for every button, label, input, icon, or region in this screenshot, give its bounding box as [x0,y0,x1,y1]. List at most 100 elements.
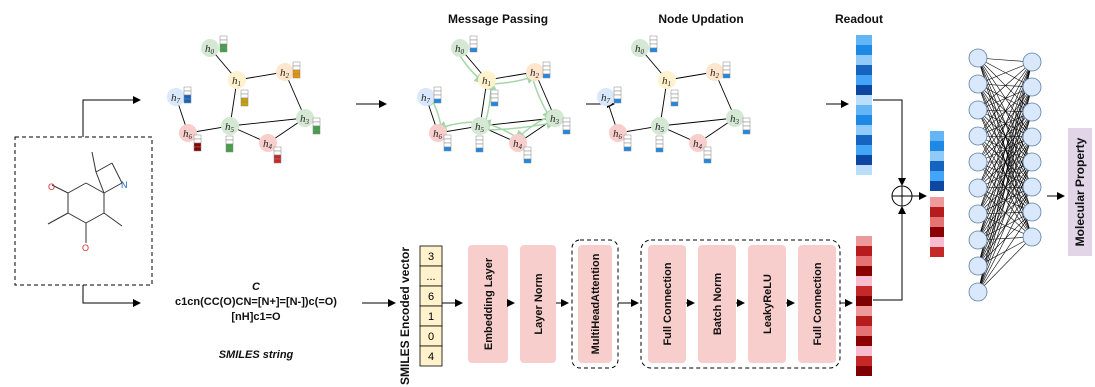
readout-vectors [856,35,944,376]
vector-segment [930,131,944,141]
graph-node-label-sub: 6 [439,133,443,141]
feature-bar-cell [490,101,499,107]
feature-bar-cell [183,86,192,92]
graph-edge [659,117,736,127]
feature-bar-cell [469,35,478,41]
fc1-box [648,245,686,363]
fc1-label: Full Connection [662,262,674,345]
feature-bar-cell [623,134,632,140]
vector-segment [856,326,872,336]
graph-node-label: h2 [710,67,720,80]
vector-segment [856,135,872,145]
nn-connection [977,161,1033,293]
graph-node-label-sub: 2 [286,72,290,80]
layer-norm-box [520,245,556,363]
feature-bar-cell [742,121,751,127]
feature-bar-cell [703,154,712,160]
feature-bar-cell [433,98,442,104]
feature-bar-cell [475,147,484,153]
graph-node-label: h0 [205,43,215,56]
graph-node-label-sub: 3 [735,118,740,126]
feature-bar-cell [292,61,301,67]
graph-node-label: h7 [171,92,181,105]
nn-node-layer2 [1022,77,1042,97]
arrow-to-smiles [82,285,141,307]
feature-bar-cell [469,47,478,53]
feature-bar-cell [475,135,484,141]
nn-connection [977,213,1033,238]
smiles-caption: SMILES string [219,349,294,361]
graph-node-label-h: h [730,113,736,125]
graph-node-label-h: h [513,138,519,150]
layer-norm-label: Layer Norm [533,273,545,334]
nn-connection [977,61,1033,189]
vector-segment [856,35,872,45]
feature-bar-cell [523,146,532,152]
nn-connection [977,61,1033,241]
smiles-line-1: C [252,281,261,293]
nn-node-layer2 [1022,177,1042,197]
graph-node-label-h: h [232,75,238,87]
feature-bar-cell [623,146,632,152]
graph-node-label-h: h [662,75,668,87]
nn-node-layer1 [968,74,988,94]
feature-bar-cell [292,65,301,71]
nn-connection [977,109,1033,188]
graph-node-h1 [658,71,676,89]
graph-node-label-h: h [601,92,607,104]
graph-node-label: h7 [421,92,431,105]
nn-connection [977,236,1033,293]
feature-bar-cell [703,146,712,152]
graph-node-label: h5 [475,121,485,134]
feature-bar-cell [225,135,234,141]
fc-dashed-group [640,239,841,369]
feature-bar-cell [722,73,731,79]
vector-segment [856,65,872,75]
feature-bar-cell [649,39,658,45]
feature-bar-cell [613,90,622,96]
feature-bar-cell [742,129,751,135]
nn-node-layer2 [1022,152,1042,172]
graph-node-label-sub: 4 [519,143,523,151]
graph-node-label: h1 [662,75,671,88]
nn-connection [977,86,1033,293]
graph-node-label: h6 [613,128,623,141]
graph-node-label: h1 [232,75,241,88]
nn-connection [977,109,1033,163]
feature-bar-cell [490,93,499,99]
atom-o1: O [48,182,55,192]
graph-node-label-h: h [171,92,177,104]
nn-connection [977,57,1033,113]
graph-node-label: h7 [601,92,611,105]
feature-bar-cell [722,65,731,71]
leaky-relu-box [748,245,786,363]
graph-node-label-sub: 1 [238,80,242,88]
feature-bar-cell [469,39,478,45]
graph-node-label-sub: 1 [488,80,492,88]
output-box [1068,128,1092,256]
graph-node-label-h: h [530,67,536,79]
feature-bar-cell [703,150,712,156]
graph-node-h1 [478,71,496,89]
feature-bar-cell [623,138,632,144]
feature-bar-cell [193,134,202,140]
feature-bar-cell [193,146,202,152]
feature-bar-cell [183,98,192,104]
nn-connection [977,135,1033,188]
graph-node-label-sub: 0 [211,48,215,56]
graph-node-h2 [276,63,294,81]
graph-node-label-h: h [300,113,306,125]
vector-segment [930,207,944,217]
graph-node-h6 [179,124,197,142]
attention-label: MultiHeadAttention [590,253,602,354]
feature-bar-cell [655,135,664,141]
feature-bar-cell [433,86,442,92]
nn-connection [977,83,1033,163]
nn-node-layer1 [968,204,988,224]
vector-cell-value: 6 [428,291,434,303]
graph-node-label-sub: 5 [231,126,235,134]
graph-node-label: h3 [730,113,740,126]
graph-node-label-h: h [635,43,641,55]
nn-node-layer1 [968,256,988,276]
